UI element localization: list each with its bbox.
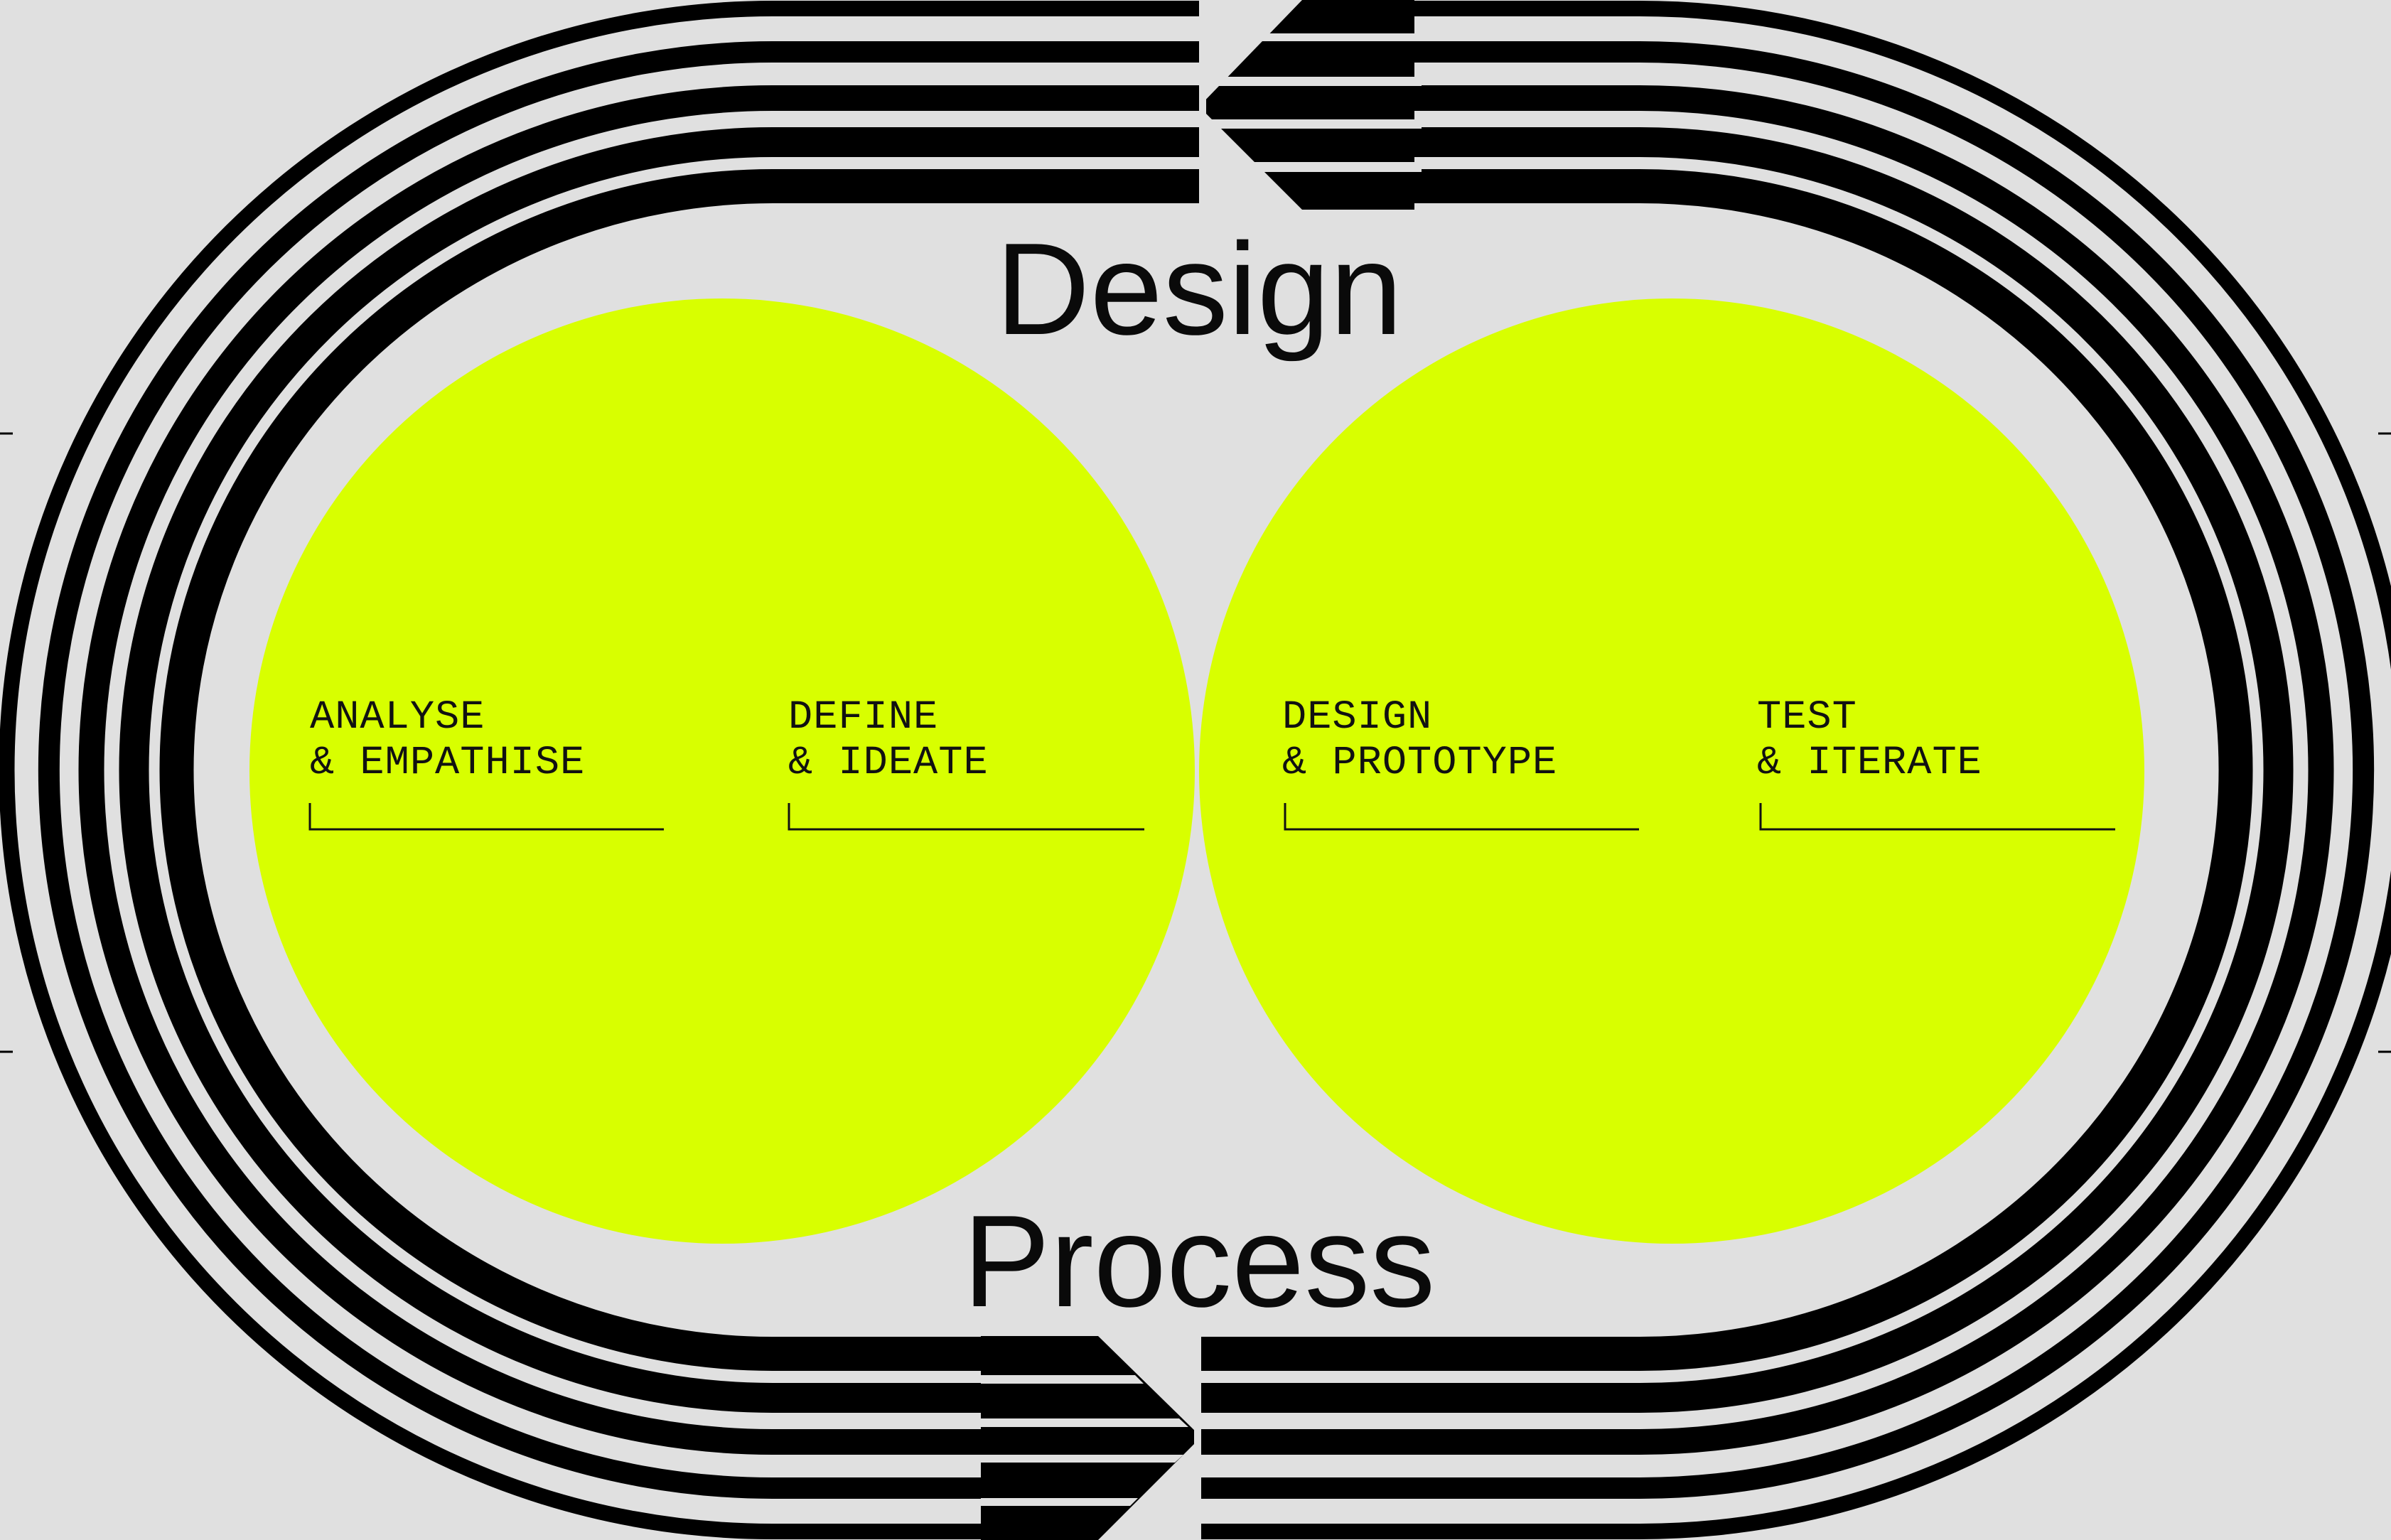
stage-test-iterate: TEST & ITERATE xyxy=(1757,695,2115,831)
stage-4-line-2: & ITERATE xyxy=(1757,741,1982,786)
stage-1-bracket xyxy=(308,803,664,831)
stage-2-bracket xyxy=(788,803,1144,831)
stage-4-bracket xyxy=(1759,803,2115,831)
stage-2-line-2: & IDEATE xyxy=(788,741,989,786)
edge-ticks xyxy=(0,432,2391,1053)
title-design: Design xyxy=(996,215,1403,362)
stage-design-prototype: DESIGN & PROTOTYPE xyxy=(1282,695,1639,831)
left-stage-circle xyxy=(249,298,1195,1244)
stage-1-line-1: ANALYSE xyxy=(310,695,485,741)
stage-define-ideate: DEFINE & IDEATE xyxy=(788,695,1144,831)
stage-1-line-2: & EMPATHISE xyxy=(310,741,585,786)
stage-3-line-1: DESIGN xyxy=(1282,695,1432,741)
stage-2-line-1: DEFINE xyxy=(788,695,938,741)
bottom-chevron-gap xyxy=(981,1336,1201,1540)
top-chevron-gap xyxy=(1199,0,1422,210)
stage-3-line-2: & PROTOTYPE xyxy=(1282,741,1557,786)
stage-4-line-1: TEST xyxy=(1757,695,1857,741)
top-chevron-arrow xyxy=(1199,0,1414,210)
stage-3-bracket xyxy=(1284,803,1639,831)
bottom-chevron-arrow xyxy=(981,1336,1201,1540)
right-stage-circle xyxy=(1199,298,2144,1244)
stage-analyse-empathise: ANALYSE & EMPATHISE xyxy=(308,695,664,831)
title-process: Process xyxy=(963,1188,1436,1334)
